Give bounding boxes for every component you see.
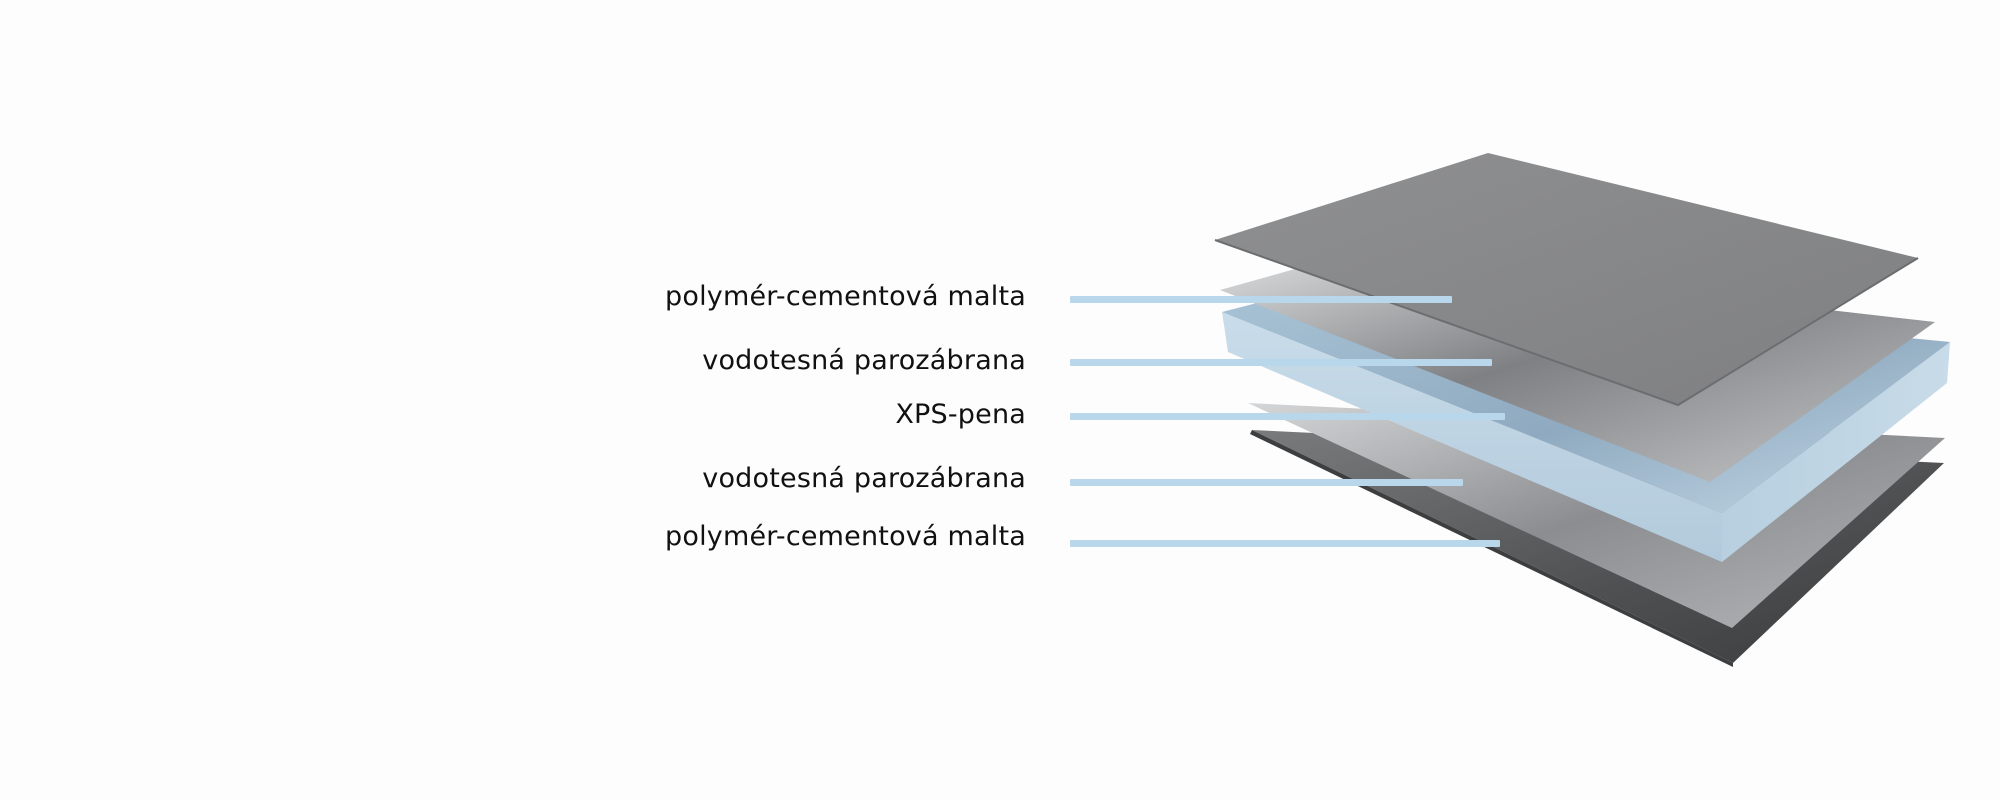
top-mortar-edge — [1214, 239, 1919, 407]
leader-line-top-membrane — [1070, 359, 1492, 366]
leader-line-bottom-mortar — [1070, 540, 1500, 547]
layer-label-top-membrane: vodotesná parozábrana — [702, 345, 1026, 376]
leader-line-top-mortar — [1070, 296, 1452, 303]
top-mortar-layer — [1215, 153, 1918, 405]
xps-foam-front-side — [1222, 312, 1722, 562]
leader-line-bottom-membrane — [1070, 479, 1463, 486]
leader-line-xps-foam — [1070, 413, 1505, 420]
layer-label-bottom-membrane: vodotesná parozábrana — [702, 463, 1026, 494]
xps-foam-right-side — [1722, 342, 1950, 562]
bottom-mortar-edge — [1250, 430, 1733, 667]
layer-label-bottom-mortar: polymér-cementová malta — [665, 521, 1026, 552]
layer-label-xps-foam: XPS-pena — [895, 399, 1026, 430]
layer-label-top-mortar: polymér-cementová malta — [665, 281, 1026, 312]
